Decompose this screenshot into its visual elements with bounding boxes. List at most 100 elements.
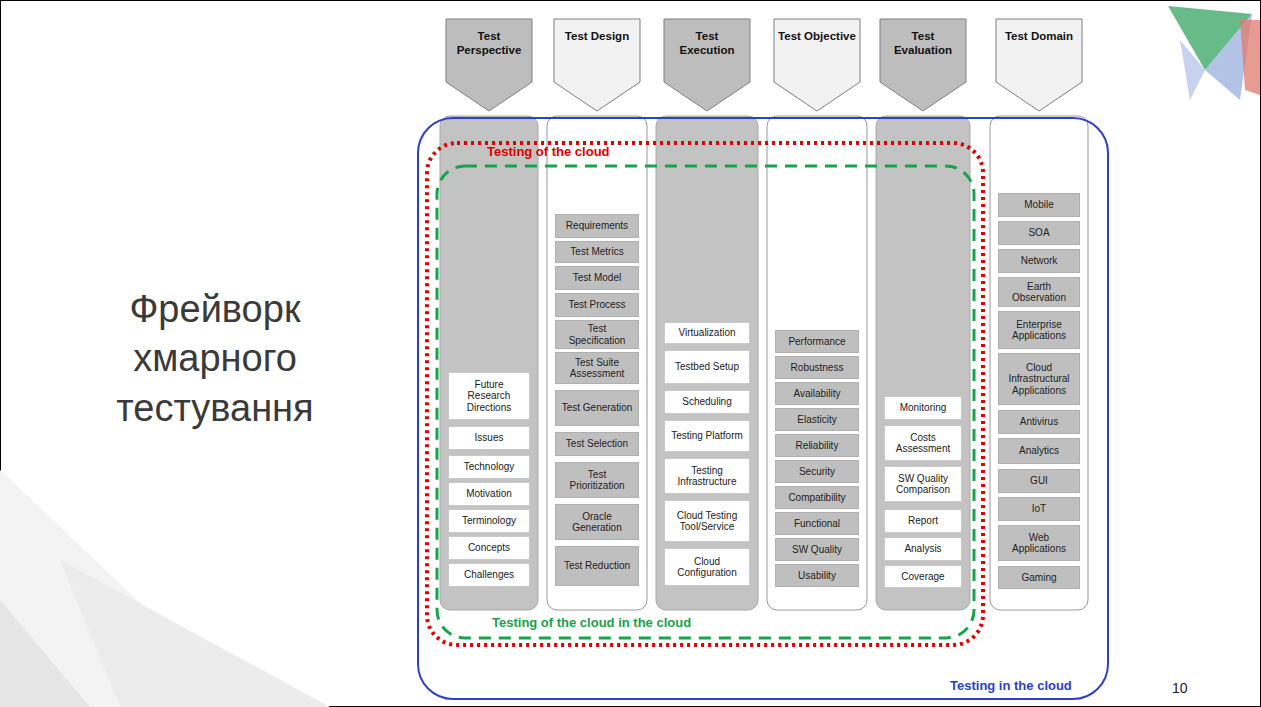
category-box: Testbed Setup [664, 350, 750, 384]
box-text: Oracle Generation [559, 511, 635, 534]
box-text: Concepts [468, 542, 510, 554]
category-box: Test Process [555, 293, 639, 317]
box-text: Test Generation [562, 402, 633, 414]
pentagon-outline [996, 19, 1082, 111]
box-text-group: Future Research Directions [452, 379, 526, 414]
category-box: Mobile [998, 193, 1080, 217]
box-text-group: Test Metrics [570, 246, 623, 258]
category-box: SOA [998, 221, 1080, 245]
category-box: Security [775, 460, 859, 483]
category-box: Functional [775, 512, 859, 535]
header-text: Test Evaluation [879, 18, 967, 58]
box-text: Web Applications [1002, 532, 1076, 555]
box-text-group: Test Specification [559, 323, 635, 346]
header-pentagon: Test Execution [663, 18, 751, 112]
box-text: Virtualization [678, 327, 735, 339]
category-box: Costs Assessment [884, 425, 962, 461]
category-box: Elasticity [775, 408, 859, 431]
box-text-group: Reliability [796, 440, 839, 452]
category-box: Test Prioritization [555, 462, 639, 498]
category-box: Issues [448, 426, 530, 450]
pentagon-outline [446, 19, 532, 111]
box-text: Enterprise Applications [1002, 319, 1076, 342]
category-box: Monitoring [884, 396, 962, 420]
box-text: Terminology [462, 515, 516, 527]
box-text: Test Reduction [564, 560, 630, 572]
box-text: Test Model [573, 272, 621, 284]
category-box: Test Suite Assessment [555, 352, 639, 384]
box-text: Requirements [566, 220, 628, 232]
box-text-group: Test Generation [562, 402, 633, 414]
box-text: Analysis [904, 543, 941, 555]
box-text: Coverage [901, 571, 944, 583]
category-box: Technology [448, 455, 530, 479]
box-text: Elasticity [797, 414, 836, 426]
category-box: Test Model [555, 266, 639, 290]
box-text-group: Cloud Infrastructural Applications [1002, 362, 1076, 397]
box-text: Antivirus [1020, 416, 1058, 428]
category-box: Analysis [884, 537, 962, 561]
box-text-group: Functional [794, 518, 840, 530]
box-text: Motivation [466, 488, 512, 500]
category-box: Motivation [448, 482, 530, 506]
category-box: Cloud Infrastructural Applications [998, 353, 1080, 405]
box-text-group: Earth Observation [1002, 281, 1076, 304]
box-text-group: Oracle Generation [559, 511, 635, 534]
box-text: Issues [475, 432, 504, 444]
header-pentagon: Test Perspective [445, 18, 533, 112]
box-text-group: Usability [798, 570, 836, 582]
box-text-group: Analytics [1019, 445, 1059, 457]
box-text: Testing Platform [671, 430, 743, 442]
box-text: Test Process [568, 299, 625, 311]
pentagon-outline [880, 19, 966, 111]
category-box: Terminology [448, 509, 530, 533]
box-text-group: Antivirus [1020, 416, 1058, 428]
box-text-group: SOA [1028, 227, 1049, 239]
category-box: Compatibility [775, 486, 859, 509]
category-box: GUI [998, 469, 1080, 493]
category-box: Scheduling [664, 390, 750, 414]
region-label: Testing in the cloud [948, 679, 1074, 694]
region-outline [437, 166, 974, 638]
box-text-group: Performance [788, 336, 845, 348]
category-box: Cloud Testing Tool/Service [664, 500, 750, 542]
box-text-group: Test Reduction [564, 560, 630, 572]
box-text-group: GUI [1030, 475, 1048, 487]
header-pentagon: Test Objective [773, 18, 861, 112]
box-text: Scheduling [682, 396, 731, 408]
box-text-group: Testing Platform [671, 430, 743, 442]
category-box: Test Specification [555, 320, 639, 349]
box-text-group: Costs Assessment [888, 432, 958, 455]
box-text-group: Analysis [904, 543, 941, 555]
column-panel [990, 116, 1088, 610]
category-box: SW Quality [775, 538, 859, 561]
box-text: Monitoring [900, 402, 947, 414]
region-label: Testing of the cloud [485, 145, 612, 160]
box-text-group: Report [908, 515, 938, 527]
box-text: Cloud Configuration [668, 556, 746, 579]
category-box: Virtualization [664, 322, 750, 344]
box-text: Gaming [1021, 572, 1056, 584]
box-text: Reliability [796, 440, 839, 452]
box-text-group: Cloud Configuration [668, 556, 746, 579]
box-text: Future Research Directions [452, 379, 526, 414]
column-panel [440, 116, 538, 610]
box-text: Mobile [1024, 199, 1053, 211]
box-text: Test Metrics [570, 246, 623, 258]
page-number: 10 [1170, 680, 1190, 696]
box-text-group: Challenges [464, 569, 514, 581]
box-text-group: Security [799, 466, 835, 478]
box-text-group: Motivation [466, 488, 512, 500]
decor-shape [1180, 40, 1205, 100]
box-text: Availability [793, 388, 840, 400]
box-text-group: Test Process [568, 299, 625, 311]
decor-shape [60, 560, 330, 707]
category-box: Earth Observation [998, 277, 1080, 307]
category-box: Report [884, 509, 962, 533]
box-text-group: Web Applications [1002, 532, 1076, 555]
box-text-group: Issues [475, 432, 504, 444]
box-text: Network [1021, 255, 1058, 267]
box-text: IoT [1032, 503, 1046, 515]
box-text-group: Availability [793, 388, 840, 400]
